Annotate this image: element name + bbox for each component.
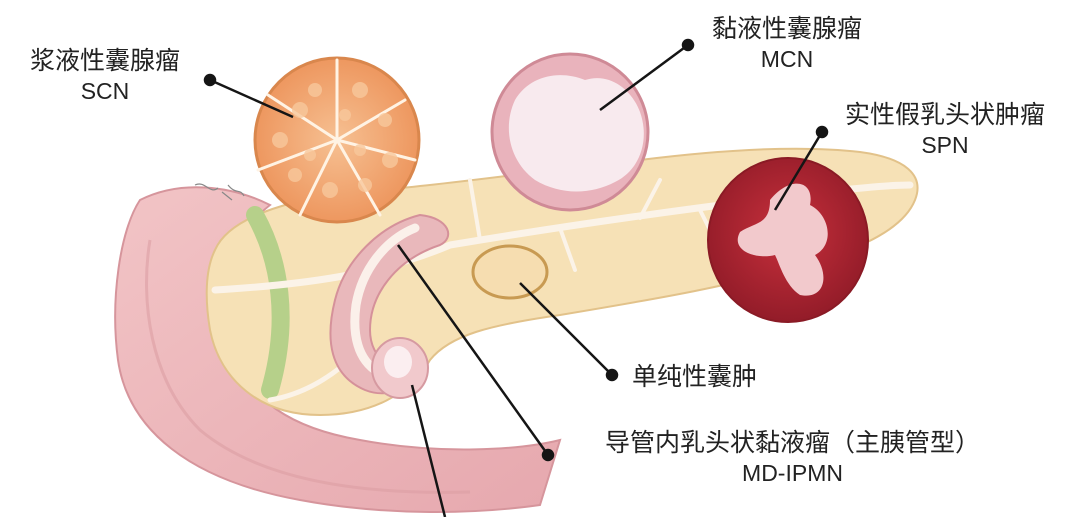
label-scn-cn: 浆液性囊腺瘤 bbox=[29, 46, 180, 75]
label-scn: 浆液性囊腺瘤 SCN bbox=[20, 46, 190, 106]
leader-simple-cyst bbox=[519, 282, 613, 376]
bile-duct bbox=[246, 206, 290, 399]
leader-simple-cyst-dot bbox=[605, 368, 619, 382]
label-ipmn: 导管内乳头状黏液瘤（主胰管型） MD-IPMN bbox=[565, 428, 1020, 488]
leader-mcn-dot bbox=[681, 38, 695, 52]
leader-ipmn-dot bbox=[541, 448, 555, 462]
label-mcn-en: MCN bbox=[760, 46, 814, 72]
label-simple-cyst: 单纯性囊肿 bbox=[632, 362, 782, 392]
ampullary-cyst-lumen bbox=[384, 346, 412, 378]
leader-scn bbox=[209, 78, 294, 119]
label-mcn: 黏液性囊腺瘤 MCN bbox=[697, 14, 877, 74]
duodenum-inner-fold bbox=[145, 239, 471, 494]
label-scn-en: SCN bbox=[80, 78, 130, 104]
leader-scn-dot bbox=[203, 73, 217, 87]
artist-signature bbox=[194, 183, 245, 201]
simple-cyst bbox=[471, 244, 549, 300]
scn-lesion bbox=[253, 56, 421, 224]
leader-ampullary bbox=[410, 384, 447, 517]
label-ipmn-en: MD-IPMN bbox=[742, 460, 843, 486]
label-spn-en: SPN bbox=[921, 132, 969, 158]
ipmn-lumen bbox=[350, 223, 420, 377]
leader-ipmn bbox=[396, 244, 550, 456]
mcn-lesion bbox=[490, 52, 650, 212]
leader-spn-dot bbox=[815, 125, 829, 139]
leader-spn bbox=[773, 131, 824, 211]
label-mcn-cn: 黏液性囊腺瘤 bbox=[711, 14, 862, 43]
leader-lines bbox=[203, 38, 829, 517]
label-ipmn-cn: 导管内乳头状黏液瘤（主胰管型） bbox=[604, 428, 980, 457]
label-spn: 实性假乳头状肿瘤 SPN bbox=[830, 100, 1060, 160]
label-simple-cyst-cn: 单纯性囊肿 bbox=[632, 362, 758, 391]
label-spn-cn: 实性假乳头状肿瘤 bbox=[844, 100, 1045, 129]
leader-mcn bbox=[599, 43, 689, 112]
spn-lesion bbox=[707, 157, 869, 323]
